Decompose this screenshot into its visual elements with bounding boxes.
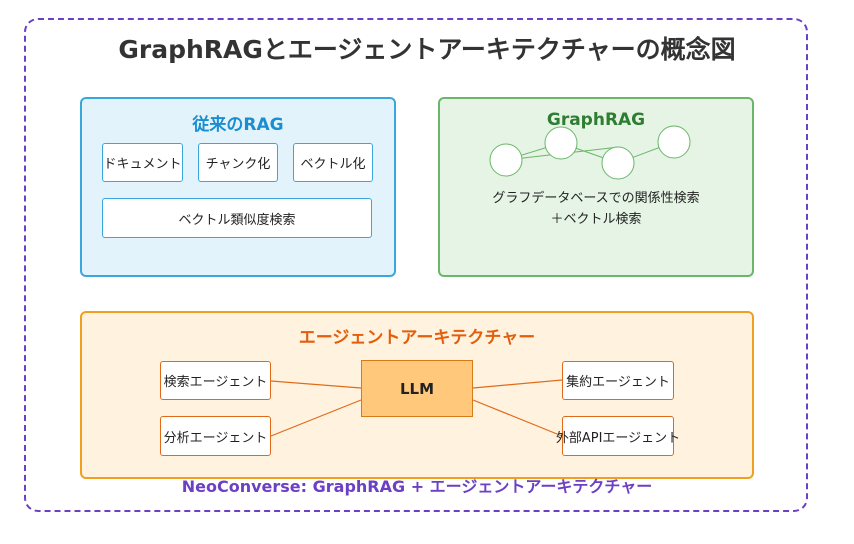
footer-caption: NeoConverse: GraphRAG + エージェントアーキテクチャー xyxy=(181,477,653,496)
summary-agent-box: 集約エージェント xyxy=(562,361,674,400)
graphrag-title: GraphRAG xyxy=(546,110,646,130)
connector-analysis-llm xyxy=(270,399,362,437)
graphrag-panel: GraphRAG xyxy=(438,97,754,277)
llm-box: LLM xyxy=(361,360,473,417)
traditional-rag-title: 従来のRAG xyxy=(192,115,284,135)
external-api-agent-box: 外部APIエージェント xyxy=(556,416,680,456)
connector-llm-summary xyxy=(472,379,563,389)
outer-frame xyxy=(24,18,808,512)
vectorization-box: ベクトル化 xyxy=(293,143,373,182)
graph-node xyxy=(489,143,523,177)
graph-nodes xyxy=(489,125,691,180)
graphrag-description-line-2: ＋ベクトル検索 xyxy=(550,212,642,227)
document-box: ドキュメント xyxy=(102,143,183,182)
traditional-rag-panel: 従来のRAG xyxy=(80,97,396,277)
analysis-agent-box: 分析エージェント xyxy=(160,416,271,456)
graph-node xyxy=(601,146,635,180)
search-agent-box: 検索エージェント xyxy=(160,361,271,400)
graph-network xyxy=(505,141,675,164)
agent-connectors xyxy=(270,379,563,437)
agent-architecture-title: エージェントアーキテクチャー xyxy=(298,328,536,348)
graph-node xyxy=(657,125,691,159)
connector-search-llm xyxy=(270,380,362,389)
chunking-box: チャンク化 xyxy=(198,143,278,182)
graph-node xyxy=(544,126,578,160)
graphrag-description: グラフデータベースでの関係性検索 ＋ベクトル検索 xyxy=(440,188,752,230)
diagram-title: GraphRAGとエージェントアーキテクチャーの概念図 xyxy=(118,35,736,64)
vector-search-box: ベクトル類似度検索 xyxy=(102,198,372,238)
graphrag-description-line-1: グラフデータベースでの関係性検索 xyxy=(492,191,700,206)
connector-llm-external xyxy=(472,399,563,437)
